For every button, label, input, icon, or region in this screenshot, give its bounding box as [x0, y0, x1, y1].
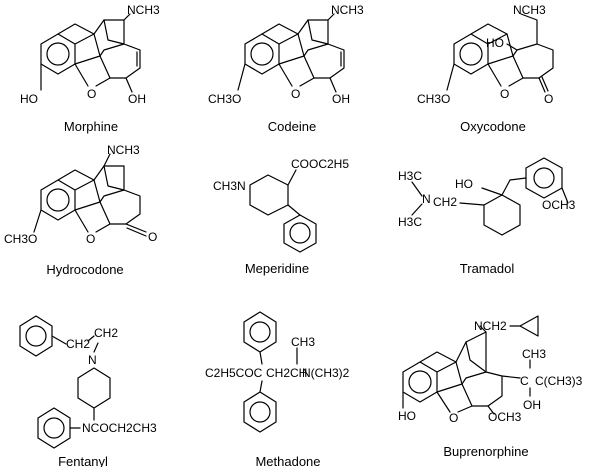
buprenorphine-label-nch2: NCH2	[474, 319, 507, 333]
hydrocodone-label-och3: CH3O	[4, 232, 37, 246]
fentanyl-label-ch2-1: CH2	[66, 337, 90, 351]
tramadol-name: Tramadol	[460, 261, 515, 276]
hydrocodone-label-nch3: NCH3	[107, 143, 140, 157]
structure-hydrocodone: CH3O O O NCH3 Hydrocodone	[4, 143, 157, 277]
buprenorphine-label-ho: HO	[398, 409, 416, 423]
codeine-label-nch3: NCH3	[331, 3, 364, 17]
morphine-label-oh-left: HO	[20, 92, 38, 106]
tramadol-label-h3c-bottom: H3C	[398, 215, 422, 229]
codeine-label-o-ring: O	[291, 87, 300, 101]
buprenorphine-label-o-ring: O	[449, 411, 458, 425]
structure-buprenorphine: HO O OCH3 NCH2 C C(CH3)3 CH3 OH Buprenor…	[398, 315, 583, 459]
tramadol-label-ho: HO	[455, 177, 473, 191]
oxycodone-label-ho: HO	[486, 36, 504, 50]
oxycodone-label-o-ring: O	[500, 87, 509, 101]
structure-codeine: CH3O O OH NCH3 Codeine	[208, 3, 364, 134]
tramadol-label-och3: OCH3	[542, 198, 576, 212]
meperidine-name: Meperidine	[245, 261, 309, 276]
structure-tramadol: H3C N CH2 H3C HO OCH3 Tramadol	[398, 157, 576, 276]
morphine-label-o-ring: O	[87, 87, 96, 101]
fentanyl-name: Fentanyl	[58, 454, 108, 467]
structure-methadone: C2H5COC CH2CH N(CH3)2 CH3 Methadone	[205, 311, 350, 467]
fentanyl-label-ch2-2: CH2	[94, 326, 118, 340]
codeine-label-oh: OH	[332, 92, 350, 106]
buprenorphine-label-oh: OH	[523, 398, 541, 412]
buprenorphine-label-ctbu: C(CH3)3	[535, 374, 583, 388]
morphine-name: Morphine	[64, 119, 118, 134]
tramadol-label-n: N	[422, 192, 431, 206]
codeine-name: Codeine	[268, 119, 316, 134]
fentanyl-label-n-piperidine: N	[88, 353, 97, 367]
tramadol-label-h3c-top: H3C	[398, 169, 422, 183]
meperidine-label-cooc2h5: COOC2H5	[291, 157, 349, 171]
methadone-label-ch2ch: CH2CH	[266, 366, 307, 380]
buprenorphine-label-och3: OCH3	[488, 410, 522, 424]
methadone-label-ch3: CH3	[291, 335, 315, 349]
structure-oxycodone: HO CH3O O O NCH3 Oxycodone	[417, 3, 554, 134]
methadone-label-nme2: N(CH3)2	[302, 366, 350, 380]
buprenorphine-label-c: C	[520, 374, 529, 388]
structure-morphine: HO O OH NCH3 Morphine	[20, 3, 160, 134]
oxycodone-label-och3: CH3O	[417, 92, 450, 106]
structure-fentanyl: CH2 CH2 N NCOCH2CH3 Fentanyl	[19, 315, 157, 467]
meperidine-label-ch3n: CH3N	[213, 179, 246, 193]
codeine-label-och3: CH3O	[208, 92, 241, 106]
methadone-label-c2h5coc: C2H5COC	[205, 366, 263, 380]
hydrocodone-name: Hydrocodone	[46, 262, 123, 277]
hydrocodone-label-keto: O	[148, 230, 157, 244]
oxycodone-label-nch3: NCH3	[513, 3, 546, 17]
oxycodone-name: Oxycodone	[460, 119, 526, 134]
fentanyl-label-ncoch2ch3: NCOCH2CH3	[82, 421, 157, 435]
structure-meperidine: CH3N COOC2H5 Meperidine	[213, 157, 349, 276]
buprenorphine-label-ch3: CH3	[522, 347, 546, 361]
oxycodone-label-keto: O	[544, 92, 553, 106]
hydrocodone-label-o-ring: O	[86, 232, 95, 246]
methadone-name: Methadone	[255, 454, 320, 467]
buprenorphine-name: Buprenorphine	[443, 444, 528, 459]
tramadol-label-ch2: CH2	[433, 195, 457, 209]
morphine-label-nch3: NCH3	[127, 3, 160, 17]
morphine-label-oh-right: OH	[128, 92, 146, 106]
